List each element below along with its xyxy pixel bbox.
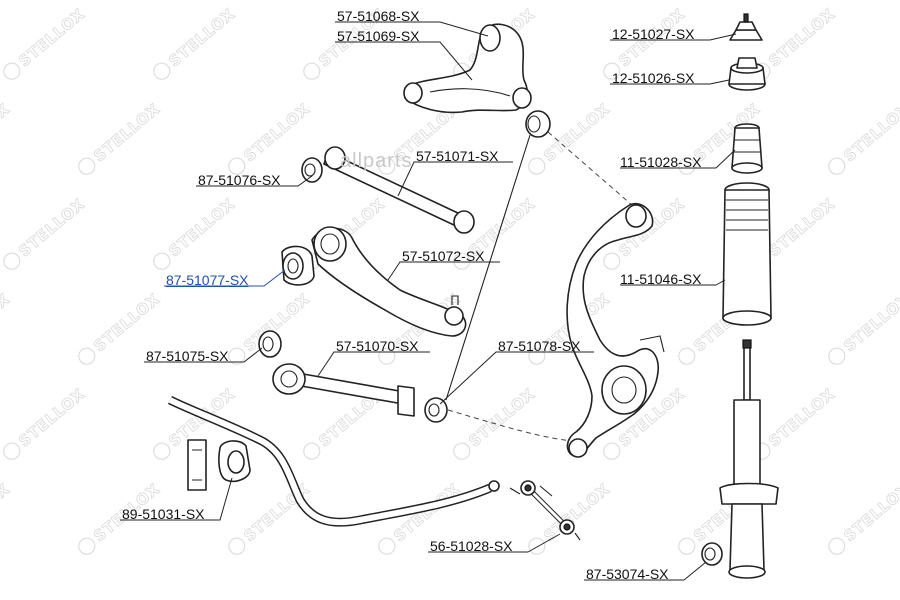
label-12-51027[interactable]: 12-51027-SX [612,26,695,42]
label-87-51075[interactable]: 87-51075-SX [146,348,229,364]
bushing-87-53074[interactable] [701,542,723,566]
steering-knuckle[interactable] [566,202,665,458]
strut-mount[interactable] [728,57,766,91]
shock-absorber[interactable] [719,339,779,579]
label-87-53074[interactable]: 87-53074-SX [586,566,669,582]
label-57-51068[interactable]: 57-51068-SX [337,8,420,24]
label-56-51028[interactable]: 56-51028-SX [430,538,513,554]
stabilizer-bushing-bracket[interactable] [187,439,251,491]
strut-nut[interactable] [729,13,763,41]
upper-control-arm[interactable] [403,23,532,114]
label-57-51071[interactable]: 57-51071-SX [416,148,499,164]
bushing-87-51076[interactable] [301,157,323,183]
bushing-87-51077[interactable] [281,245,315,286]
trailing-link[interactable] [272,363,415,417]
bump-stop[interactable] [731,123,763,174]
bushing-87-51075[interactable] [258,330,282,358]
bushing-87-51078[interactable] [424,397,448,423]
lower-control-arm[interactable] [311,226,467,337]
stabilizer-link[interactable] [509,480,581,541]
label-11-51046[interactable]: 11-51046-SX [620,271,702,287]
label-12-51026[interactable]: 12-51026-SX [612,70,695,86]
label-57-51072[interactable]: 57-51072-SX [402,248,485,264]
lateral-link[interactable] [323,146,475,234]
stabilizer-bar[interactable] [167,395,500,527]
dashed-axis-upper [547,131,641,213]
label-57-51069[interactable]: 57-51069-SX [337,28,420,44]
label-87-51078[interactable]: 87-51078-SX [498,338,581,354]
dashed-axis-lower [447,409,586,443]
label-57-51070[interactable]: 57-51070-SX [336,338,419,354]
dust-boot[interactable] [722,182,772,326]
label-87-51076[interactable]: 87-51076-SX [198,172,281,188]
label-89-51031[interactable]: 89-51031-SX [122,506,205,522]
label-11-51028[interactable]: 11-51028-SX [620,154,702,170]
leader-lines [120,21,737,581]
label-87-51077[interactable]: 87-51077-SX [166,272,249,288]
knuckle-link-line [445,134,531,401]
upper-ball-bushing[interactable] [525,110,551,138]
site-watermark: allparts [340,150,413,172]
